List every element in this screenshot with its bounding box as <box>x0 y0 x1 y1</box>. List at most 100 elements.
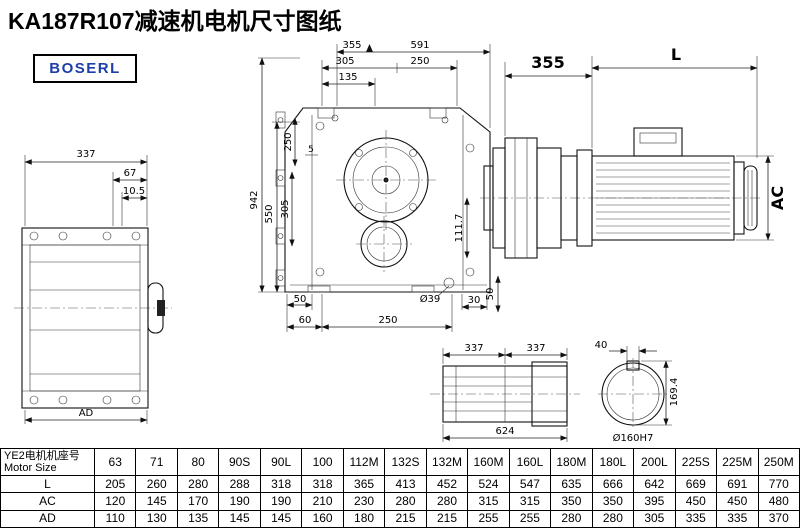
dim-label-355-motor: 355 <box>531 53 564 72</box>
row-label-AC: AC <box>0 492 95 511</box>
table-cell: 547 <box>508 475 552 494</box>
table-cell: 230 <box>342 492 386 511</box>
table-cell: 524 <box>467 475 510 494</box>
motor-size-header-cn: YE2电机机座号 <box>4 450 80 462</box>
dim-label-30: 30 <box>468 295 481 306</box>
table-cell: 170 <box>176 492 220 511</box>
row-label-AD: AD <box>0 509 95 528</box>
table-cell: 130 <box>135 509 178 528</box>
technical-drawing: 337 67 10.5 AD <box>14 40 787 444</box>
dim-label-50-left: 50 <box>294 294 307 305</box>
motor-view: 355 L AC <box>480 45 787 259</box>
table-cell: 450 <box>716 492 759 511</box>
dim-label-L: L <box>671 45 681 64</box>
motor-size-col-180L: 180L <box>591 447 635 477</box>
motor-size-col-132M: 132M <box>425 447 469 477</box>
dim-label-ad: AD <box>79 408 94 419</box>
main-view: 355 591 305 250 135 942 550 305 250 5 11… <box>249 40 501 332</box>
dim-label-305-left: 305 <box>280 199 291 218</box>
table-cell: 450 <box>674 492 718 511</box>
dim-label-337-b: 337 <box>526 343 545 354</box>
dim-label-135: 135 <box>338 72 357 83</box>
table-cell: 395 <box>633 492 676 511</box>
dim-label-250-bottom: 250 <box>378 315 397 326</box>
motor-size-col-200L: 200L <box>633 447 676 477</box>
dim-label-40: 40 <box>595 340 608 351</box>
dim-label-dia39: Ø39 <box>420 293 441 305</box>
shaft-section-view: 40 169.4 Ø160H7 <box>595 340 680 444</box>
table-cell: 335 <box>716 509 759 528</box>
table-cell: 350 <box>591 492 635 511</box>
table-cell: 205 <box>93 475 137 494</box>
motor-size-col-160M: 160M <box>467 447 510 477</box>
shaft-detail-view: 337 337 624 <box>430 343 580 442</box>
motor-size-col-71: 71 <box>135 447 178 477</box>
table-cell: 280 <box>176 475 220 494</box>
dim-label-355-main: 355 <box>342 40 361 51</box>
motor-size-col-90L: 90L <box>259 447 303 477</box>
table-cell: 120 <box>93 492 137 511</box>
table-cell: 145 <box>218 509 261 528</box>
table-cell: 635 <box>550 475 593 494</box>
boserl-logo-text: BOSERL <box>49 60 121 77</box>
table-cell: 288 <box>218 475 261 494</box>
dim-label-337-a: 337 <box>464 343 483 354</box>
table-cell: 180 <box>342 509 386 528</box>
table-cell: 335 <box>674 509 718 528</box>
table-cell: 215 <box>425 509 469 528</box>
motor-size-col-225M: 225M <box>716 447 759 477</box>
motor-size-col-160L: 160L <box>508 447 552 477</box>
table-cell: 280 <box>550 509 593 528</box>
table-cell: 770 <box>757 475 800 494</box>
table-cell: 691 <box>716 475 759 494</box>
row-label-L: L <box>0 475 95 494</box>
table-cell: 413 <box>384 475 427 494</box>
table-cell: 452 <box>425 475 469 494</box>
motor-size-col-63: 63 <box>93 447 137 477</box>
dim-label-5: 5 <box>308 145 314 155</box>
fan-cover <box>743 165 758 231</box>
motor-size-col-80: 80 <box>176 447 220 477</box>
dim-label-942: 942 <box>249 190 260 209</box>
table-cell: 145 <box>135 492 178 511</box>
motor-size-col-100: 100 <box>301 447 344 477</box>
dim-label-337-left: 337 <box>76 149 95 160</box>
motor-size-col-250M: 250M <box>757 447 800 477</box>
table-cell: 160 <box>301 509 344 528</box>
table-cell: 110 <box>93 509 137 528</box>
dim-label-60: 60 <box>299 315 312 326</box>
table-cell: 260 <box>135 475 178 494</box>
table-cell: 480 <box>757 492 800 511</box>
table-cell: 642 <box>633 475 676 494</box>
table-cell: 370 <box>757 509 800 528</box>
dim-label-67: 67 <box>124 168 137 179</box>
dim-label-591: 591 <box>410 40 429 51</box>
dim-label-50-right: 50 <box>485 288 496 301</box>
motor-size-col-90S: 90S <box>218 447 261 477</box>
table-cell: 210 <box>301 492 344 511</box>
terminal-box <box>633 127 683 157</box>
table-cell: 255 <box>467 509 510 528</box>
motor-size-col-112M: 112M <box>342 447 386 477</box>
motor-size-col-132S: 132S <box>384 447 427 477</box>
motor-size-header-en: Motor Size <box>4 462 57 475</box>
dim-label-10-5: 10.5 <box>123 186 145 197</box>
table-cell: 315 <box>508 492 552 511</box>
table-cell: 135 <box>176 509 220 528</box>
dim-label-250-top: 250 <box>410 56 429 67</box>
dim-label-305-top: 305 <box>335 56 354 67</box>
table-cell: 280 <box>384 492 427 511</box>
dim-label-250-left: 250 <box>283 132 294 151</box>
motor-size-col-225S: 225S <box>674 447 718 477</box>
table-cell: 190 <box>259 492 303 511</box>
table-cell: 669 <box>674 475 718 494</box>
motor-size-col-180M: 180M <box>550 447 593 477</box>
table-cell: 365 <box>342 475 386 494</box>
table-cell: 280 <box>591 509 635 528</box>
table-cell: 305 <box>633 509 676 528</box>
